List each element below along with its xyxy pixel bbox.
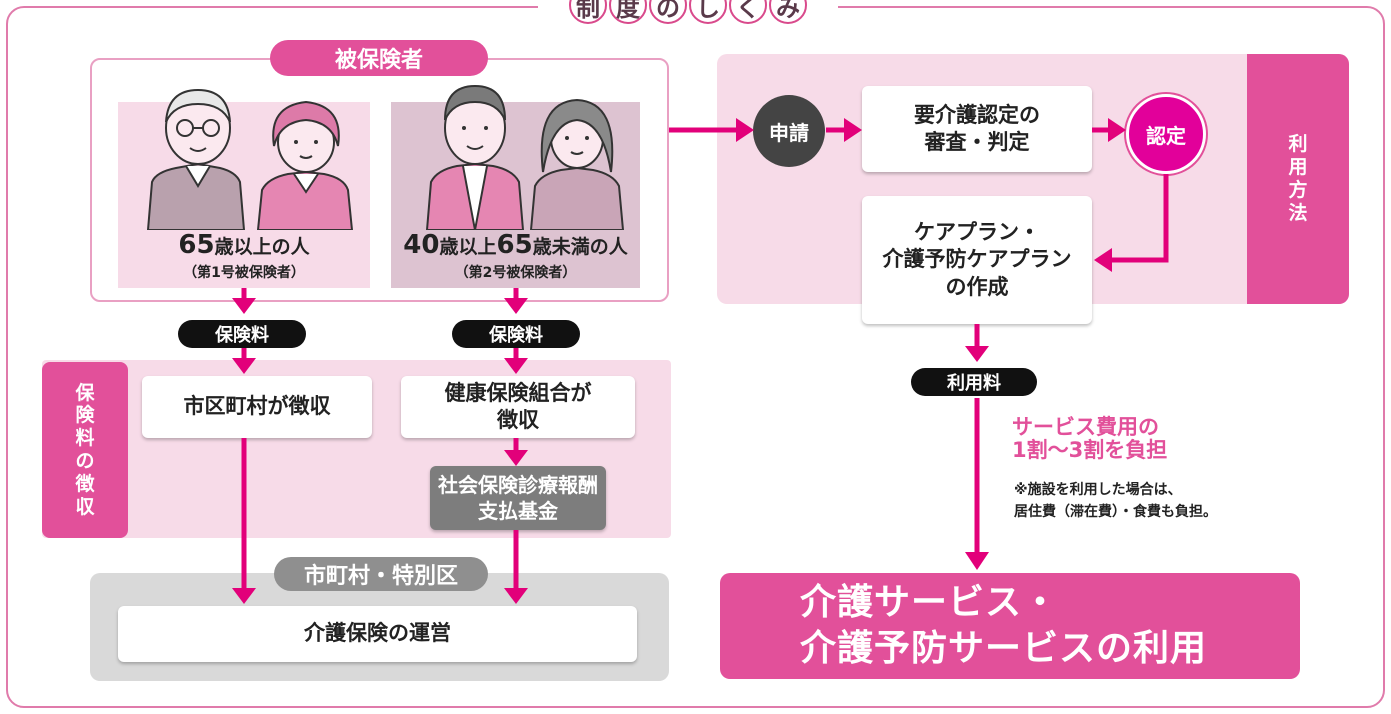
- municipality-collection-text: 市区町村が徴収: [183, 394, 331, 419]
- usage-side-char: 用: [1288, 156, 1308, 179]
- group2-age-label: 40歳以上65歳未満の人: [391, 230, 640, 260]
- arrow-head: [1094, 248, 1112, 272]
- municipality-collection-box: 市区町村が徴収: [142, 376, 372, 438]
- service-line1: 介護サービス・: [800, 581, 1060, 623]
- collection-side-char: 収: [75, 495, 95, 518]
- facility-note: ※施設を利用した場合は、 居住費（滞在費）・食費も負担。: [1014, 480, 1344, 523]
- care-plan-line1: ケアプラン・: [914, 220, 1040, 245]
- group1-sub-label: （第1号被保険者）: [183, 265, 305, 281]
- usage-side-label: 利 用 方 法: [1247, 54, 1349, 304]
- service-box: 介護サービス・ 介護予防サービスの利用: [720, 573, 1300, 679]
- health-insurance-line2: 徴収: [497, 408, 539, 432]
- arrow-head: [232, 588, 256, 604]
- group1-age-number: 65: [178, 230, 215, 260]
- arrow-head: [965, 552, 989, 570]
- arrow-head: [736, 118, 754, 142]
- group2-age-to: 65: [496, 230, 533, 260]
- group2-sub-label: （第2号被保険者）: [454, 265, 577, 281]
- elderly-couple-illustration: [146, 88, 354, 230]
- collection-side-char: 料: [75, 427, 95, 450]
- group1-age-text: 歳以上の人: [214, 236, 310, 258]
- payment-fund-box: 社会保険診療報酬 支払基金: [430, 466, 606, 530]
- burden-line2: 1割〜3割を負担: [1012, 438, 1168, 463]
- certify-circle: 認定: [1126, 94, 1206, 174]
- arrow-head: [1108, 118, 1126, 142]
- health-insurance-line1: 健康保険組合が: [444, 380, 592, 405]
- collection-side-char: の: [75, 450, 95, 472]
- service-line2: 介護予防サービスの利用: [800, 628, 1208, 669]
- fee-label: 利用料: [911, 368, 1037, 396]
- care-plan-box: ケアプラン・ 介護予防ケアプラン の作成: [862, 196, 1092, 324]
- care-plan-line2: 介護予防ケアプラン: [882, 247, 1072, 272]
- health-insurance-box: 健康保険組合が 徴収: [401, 376, 635, 438]
- review-line2: 審査・判定: [924, 130, 1030, 154]
- collection-side-char: 険: [75, 404, 95, 427]
- group2-age-from-text: 歳以上: [439, 236, 497, 258]
- burden-line1: サービス費用の: [1012, 415, 1159, 439]
- group2-age-to-text: 歳未満の人: [532, 236, 628, 258]
- care-plan-line3: の作成: [945, 274, 1009, 299]
- arrow-head: [504, 588, 528, 604]
- apply-text: 申請: [769, 120, 809, 145]
- insured-header: 被保険者: [270, 40, 488, 76]
- arrow-head: [504, 298, 528, 314]
- collection-side-label: 保 険 料 の 徴 収: [42, 362, 128, 538]
- payment-fund-line2: 支払基金: [478, 499, 558, 523]
- usage-side-char: 利: [1288, 133, 1308, 156]
- arrow-head: [844, 118, 862, 142]
- usage-side-char: 法: [1288, 201, 1308, 224]
- group1-age-label: 65歳以上の人: [118, 230, 370, 260]
- operation-text: 介護保険の運営: [304, 621, 451, 646]
- review-line1: 要介護認定の: [914, 102, 1040, 127]
- apply-circle: 申請: [753, 95, 825, 167]
- certify-text: 認定: [1146, 123, 1186, 148]
- premium-label-left: 保険料: [178, 320, 306, 348]
- arrow-head: [504, 450, 528, 466]
- payment-fund-line1: 社会保険診療報酬: [438, 473, 598, 497]
- collection-side-char: 保: [75, 381, 95, 404]
- premium-label-right: 保険料: [452, 320, 580, 348]
- usage-side-char: 方: [1288, 179, 1308, 201]
- burden-text: サービス費用の 1割〜3割を負担: [1012, 415, 1292, 463]
- middle-aged-couple-illustration: [425, 84, 625, 230]
- facility-note-line1: ※施設を利用した場合は、: [1014, 482, 1182, 498]
- title: 制 度 の し く み: [538, 0, 838, 26]
- group2-age-from: 40: [403, 230, 440, 260]
- operator-header: 市町村・特別区: [274, 557, 488, 591]
- arrow-head: [232, 298, 256, 314]
- arrow-head: [504, 358, 528, 374]
- arrow-head: [965, 346, 989, 362]
- collection-side-char: 徴: [75, 472, 95, 495]
- facility-note-line2: 居住費（滞在費）・食費も負担。: [1014, 503, 1217, 520]
- arrow-head: [232, 358, 256, 374]
- review-box: 要介護認定の 審査・判定: [862, 86, 1092, 172]
- operation-box: 介護保険の運営: [118, 606, 637, 662]
